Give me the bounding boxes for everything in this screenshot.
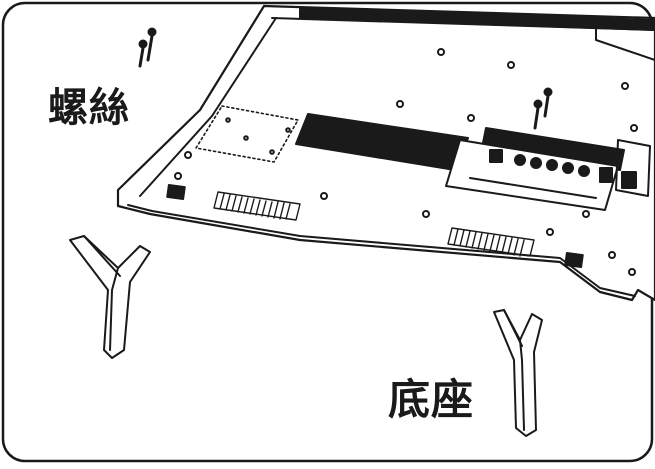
tv-top-vent-strip: [299, 7, 655, 31]
speaker-grille-right: [447, 227, 535, 257]
speaker-grille-left: [213, 191, 301, 221]
stand-mount-left: [166, 183, 186, 201]
tv-label-plate: [195, 105, 299, 163]
screws-illustration-left: [138, 27, 157, 68]
screws-illustration-right: [533, 87, 553, 130]
stand-mount-right: [564, 251, 584, 269]
base-label: 底座: [388, 375, 475, 424]
screws-label: 螺絲: [48, 85, 130, 131]
stand-leg-right: [493, 309, 543, 437]
stand-leg-left: [69, 235, 151, 359]
